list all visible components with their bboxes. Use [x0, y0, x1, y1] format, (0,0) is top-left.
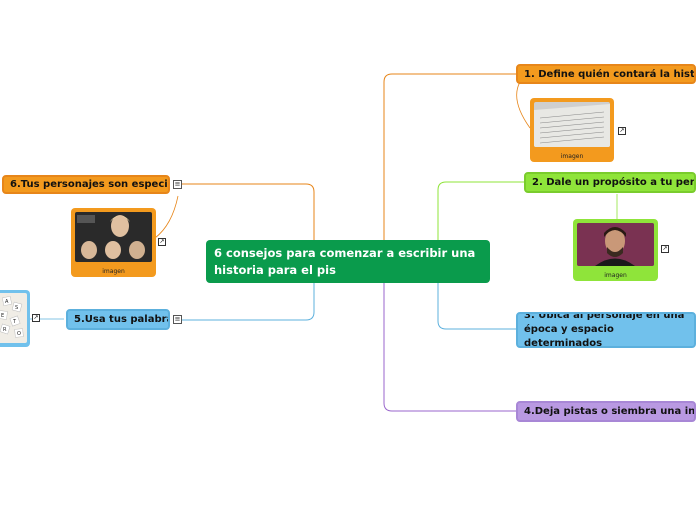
- actor-portrait-image: [577, 223, 654, 266]
- svg-text:A: A: [5, 299, 9, 305]
- central-topic[interactable]: 6 consejos para comenzar a escribir una …: [206, 240, 490, 283]
- book-page-image: [534, 102, 610, 147]
- external-link-icon[interactable]: ↗: [158, 238, 166, 246]
- topic-3-node[interactable]: 3. Ubica al personaje en una época y esp…: [516, 312, 696, 348]
- topic-2-image-caption: imagen: [604, 272, 627, 279]
- topic-1-node[interactable]: 1. Define quién contará la historia: [516, 64, 696, 84]
- topic-4-node[interactable]: 4.Deja pistas o siembra una intriga: [516, 401, 696, 422]
- topic-1-label: 1. Define quién contará la historia: [524, 68, 695, 80]
- topic-4-label: 4.Deja pistas o siembra una intriga: [524, 406, 696, 417]
- letter-tiles-image: AS E TR O: [0, 293, 27, 343]
- external-link-icon[interactable]: ↗: [32, 314, 40, 322]
- svg-text:E: E: [1, 313, 4, 319]
- svg-text:O: O: [17, 331, 21, 337]
- topic-1-image-card[interactable]: imagen: [530, 98, 614, 162]
- topic-2-image-card[interactable]: imagen: [573, 219, 658, 281]
- topic-6-label: 6.Tus personajes son especiales: [10, 179, 168, 190]
- topic-6-image-caption: imagen: [102, 268, 125, 275]
- topic-5-label: 5.Usa tus palabras: [74, 314, 170, 325]
- note-icon[interactable]: ≡: [173, 180, 182, 189]
- svg-text:R: R: [3, 327, 7, 333]
- topic-6-image-card[interactable]: imagen: [71, 208, 156, 277]
- topic-6-node[interactable]: 6.Tus personajes son especiales: [2, 175, 170, 194]
- svg-text:T: T: [12, 319, 17, 325]
- note-icon[interactable]: ≡: [173, 315, 182, 324]
- topic-3-label: 3. Ubica al personaje en una época y esp…: [524, 312, 685, 348]
- external-link-icon[interactable]: ↗: [618, 127, 626, 135]
- external-link-icon[interactable]: ↗: [661, 245, 669, 253]
- central-topic-label: 6 consejos para comenzar a escribir una …: [214, 245, 476, 277]
- topic-2-label: 2. Dale un propósito a tu personaje: [532, 177, 695, 188]
- topic-1-image-caption: imagen: [560, 153, 584, 160]
- svg-text:S: S: [15, 305, 18, 311]
- topic-2-node[interactable]: 2. Dale un propósito a tu personaje: [524, 172, 696, 193]
- topic-5-node[interactable]: 5.Usa tus palabras: [66, 309, 170, 330]
- film-poster-image: [75, 212, 152, 262]
